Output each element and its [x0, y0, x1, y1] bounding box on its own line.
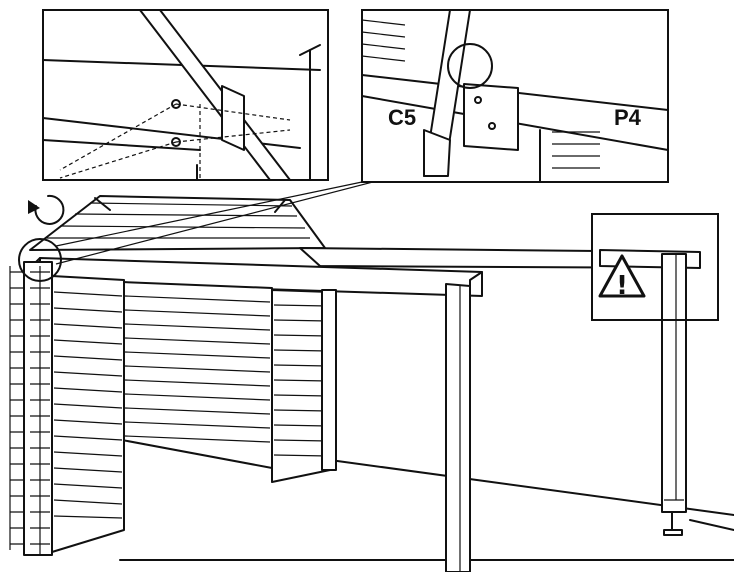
front-post	[445, 283, 471, 572]
callout-leaders	[55, 174, 401, 265]
back-wall-panel	[121, 281, 273, 469]
part-label-p4: P4	[614, 105, 642, 130]
detail-circle-marker	[18, 238, 62, 282]
detail-callout-left	[42, 9, 329, 181]
floor	[119, 459, 734, 561]
side-wall-panel-right	[271, 289, 337, 483]
part-label-c5: C5	[388, 105, 416, 130]
detail-callout-right: C5 P4	[361, 9, 669, 183]
detail-circle-marker-right	[447, 43, 493, 89]
left-wall-panel	[9, 261, 125, 556]
rotate-clockwise-icon	[28, 194, 65, 225]
warning-callout: !	[591, 213, 719, 321]
warning-triangle-icon: !	[598, 254, 646, 301]
warning-mark: !	[616, 271, 628, 301]
